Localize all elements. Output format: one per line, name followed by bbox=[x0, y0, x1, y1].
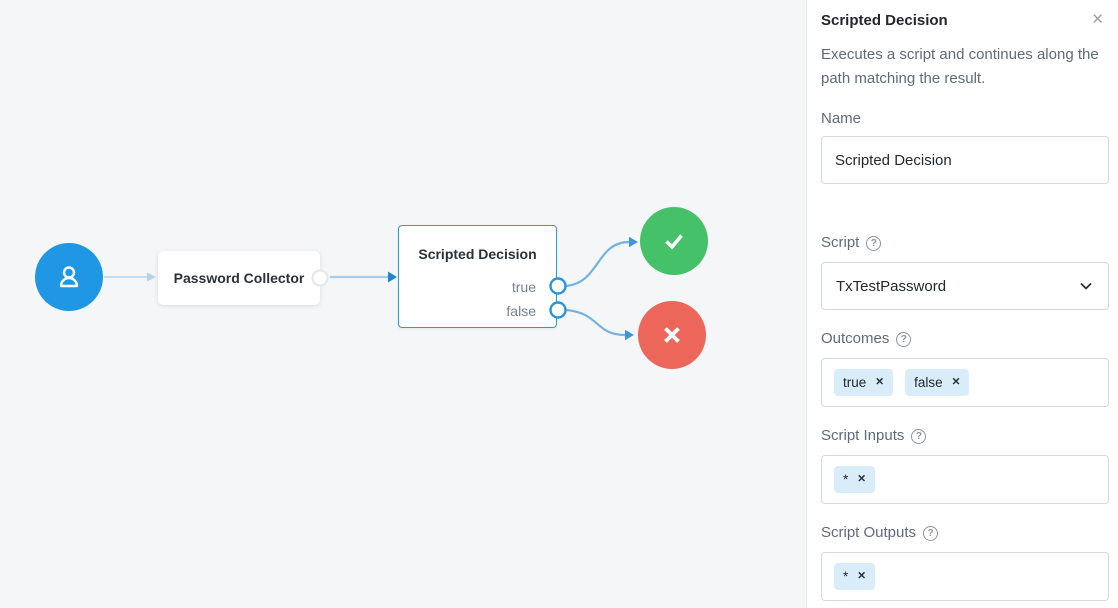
check-icon bbox=[665, 234, 683, 250]
script-outputs-label-row: Script Outputs ? bbox=[821, 523, 1108, 543]
arrowhead-icon bbox=[629, 236, 638, 248]
outcome-label-false: false bbox=[506, 303, 536, 319]
script-outputs-label: Script Outputs bbox=[821, 524, 917, 541]
arrowhead-icon bbox=[625, 329, 634, 341]
node-label: Scripted Decision bbox=[418, 246, 537, 262]
node-label: Password Collector bbox=[173, 270, 305, 286]
tag-label: * bbox=[843, 569, 849, 584]
start-node[interactable] bbox=[35, 243, 103, 311]
panel-title: Scripted Decision bbox=[821, 12, 948, 29]
node-password-collector[interactable]: Password Collector bbox=[158, 251, 320, 305]
remove-tag-icon[interactable]: ✕ bbox=[875, 376, 885, 389]
tag-false: false ✕ bbox=[905, 369, 970, 396]
tag-true: true ✕ bbox=[834, 369, 894, 396]
tag-label: true bbox=[843, 375, 867, 390]
failure-node[interactable] bbox=[638, 301, 706, 369]
outcomes-label-row: Outcomes ? bbox=[821, 329, 1108, 349]
outcomes-label: Outcomes bbox=[821, 330, 890, 347]
chevron-down-icon bbox=[1080, 283, 1092, 290]
script-label-row: Script ? bbox=[821, 233, 1108, 253]
outcomes-tag-input[interactable]: true ✕ false ✕ bbox=[821, 358, 1109, 407]
flow-canvas[interactable]: Password Collector Scripted Decision tru… bbox=[0, 0, 806, 608]
outcome-label-true: true bbox=[511, 279, 536, 295]
close-icon[interactable]: ✕ bbox=[1087, 10, 1108, 30]
tag-label: false bbox=[914, 375, 943, 390]
arrowhead-icon bbox=[147, 272, 156, 282]
remove-tag-icon[interactable]: ✕ bbox=[951, 376, 961, 389]
tag-wildcard: * ✕ bbox=[834, 563, 876, 590]
user-icon bbox=[59, 266, 79, 288]
script-select-value: TxTestPassword bbox=[836, 277, 947, 295]
help-icon[interactable]: ? bbox=[866, 235, 882, 251]
x-icon bbox=[664, 327, 680, 343]
help-icon[interactable]: ? bbox=[896, 331, 912, 347]
tag-wildcard: * ✕ bbox=[834, 466, 876, 493]
tag-label: * bbox=[843, 472, 849, 487]
script-inputs-tag-input[interactable]: * ✕ bbox=[821, 455, 1109, 504]
script-inputs-label-row: Script Inputs ? bbox=[821, 426, 1108, 446]
script-label: Script bbox=[821, 234, 860, 251]
remove-tag-icon[interactable]: ✕ bbox=[857, 473, 867, 486]
script-inputs-label: Script Inputs bbox=[821, 427, 905, 444]
help-icon[interactable]: ? bbox=[923, 525, 939, 541]
connector-true-to-success bbox=[565, 240, 630, 288]
node-description: Executes a script and continues along th… bbox=[821, 46, 1099, 87]
name-label: Name bbox=[821, 110, 862, 127]
arrowhead-icon bbox=[388, 271, 397, 283]
node-config-panel: Scripted Decision ✕ Executes a script an… bbox=[806, 0, 1118, 608]
node-scripted-decision[interactable]: Scripted Decision true false bbox=[398, 225, 557, 328]
success-node[interactable] bbox=[640, 207, 708, 275]
script-outputs-tag-input[interactable]: * ✕ bbox=[821, 552, 1109, 601]
name-label-row: Name bbox=[821, 109, 1108, 129]
script-select[interactable]: TxTestPassword bbox=[821, 262, 1109, 310]
help-icon[interactable]: ? bbox=[911, 428, 927, 444]
remove-tag-icon[interactable]: ✕ bbox=[857, 570, 867, 583]
name-input[interactable] bbox=[821, 136, 1109, 184]
panel-header: Scripted Decision ✕ bbox=[821, 10, 1108, 32]
connector-false-to-failure bbox=[565, 308, 626, 337]
